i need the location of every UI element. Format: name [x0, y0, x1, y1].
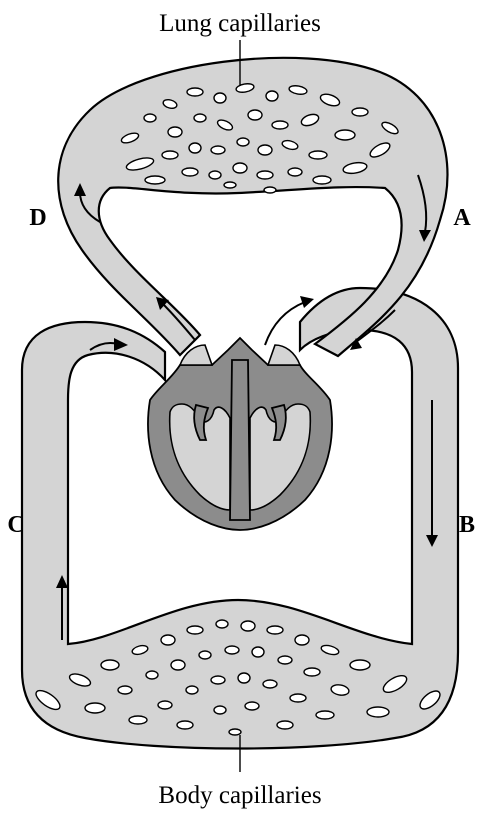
pulmonary-loop [58, 58, 447, 356]
body-capillaries-label: Body capillaries [158, 782, 321, 809]
vessel-label-a: A [453, 205, 471, 231]
vessel-label-c: C [7, 512, 24, 538]
lung-capillaries-label: Lung capillaries [159, 10, 321, 37]
heart-septum [230, 360, 250, 520]
vessel-label-b: B [459, 512, 475, 538]
vessel-label-d: D [29, 205, 46, 231]
heart [148, 338, 332, 530]
arrow-pulm-out-head [300, 296, 314, 308]
